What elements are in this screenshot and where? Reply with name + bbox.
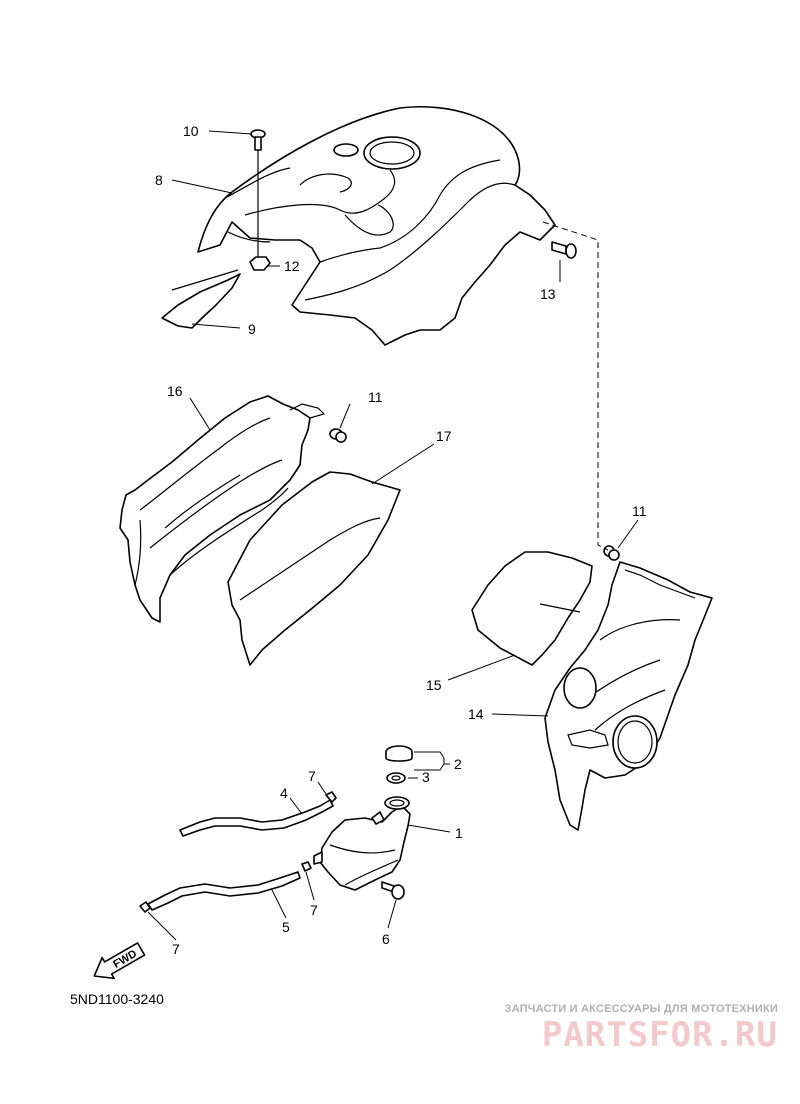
left-side-cover-part: [119, 395, 326, 623]
callout-8: 8: [155, 172, 163, 188]
grommet-11b-part: [603, 545, 620, 561]
reservoir-cap-part: [385, 745, 413, 762]
watermark: ЗАПЧАСТИ И АКСЕССУАРЫ ДЛЯ МОТОТЕХНИКИ PA…: [458, 1003, 778, 1055]
diagram-code: 5ND1100-3240: [70, 991, 164, 1007]
fwd-label: FWD: [111, 948, 139, 971]
callout-4: 4: [280, 785, 288, 801]
callout-12: 12: [284, 258, 300, 274]
callout-14: 14: [468, 706, 484, 722]
left-side-pad-part: [227, 471, 401, 666]
leader-lines: [147, 130, 639, 941]
nut-12-part: [249, 256, 271, 271]
bolt-13-part: [551, 241, 577, 259]
callout-1: 1: [455, 825, 463, 841]
callout-17: 17: [436, 428, 452, 444]
callout-13: 13: [540, 286, 556, 302]
callout-3: 3: [422, 769, 430, 785]
bolt-6-part: [381, 881, 405, 900]
alignment-dash-line: [542, 221, 609, 551]
watermark-tagline: ЗАПЧАСТИ И АКСЕССУАРЫ ДЛЯ МОТОТЕХНИКИ: [504, 1003, 778, 1015]
callout-11-lower: 11: [632, 503, 647, 519]
clip-7b-part: [301, 861, 312, 872]
clip-7a-part: [325, 791, 337, 803]
reservoir-tank-part: [313, 796, 411, 891]
callout-11-upper: 11: [368, 389, 383, 405]
tank-cover-part: [197, 106, 556, 346]
grommet-11a-part: [329, 428, 347, 443]
callout-2: 2: [454, 756, 462, 772]
callout-15: 15: [426, 677, 442, 693]
right-side-cover-part: [544, 561, 713, 831]
callout-7-lower: 7: [172, 941, 180, 957]
clip-7c-part: [139, 901, 151, 913]
callout-5: 5: [282, 919, 290, 935]
reservoir-seal-part: [386, 772, 406, 784]
watermark-logo: PARTSFOR.RU: [541, 1015, 778, 1055]
callout-6: 6: [382, 931, 390, 947]
callout-10: 10: [183, 123, 199, 139]
callout-9: 9: [248, 321, 256, 337]
hose-5-part: [147, 871, 301, 911]
callout-7-middle: 7: [310, 902, 318, 918]
fwd-arrow-icon: FWD: [93, 942, 146, 980]
hose-4-part: [179, 799, 334, 837]
callout-numbers: 10 8 12 9 13 16 11 17 11 15 14 2 3 7 4 1…: [155, 123, 647, 957]
callout-16: 16: [167, 383, 183, 399]
callout-7-upper: 7: [308, 768, 316, 784]
tank-pad-part: [161, 269, 241, 329]
right-side-pad-part: [471, 551, 593, 666]
